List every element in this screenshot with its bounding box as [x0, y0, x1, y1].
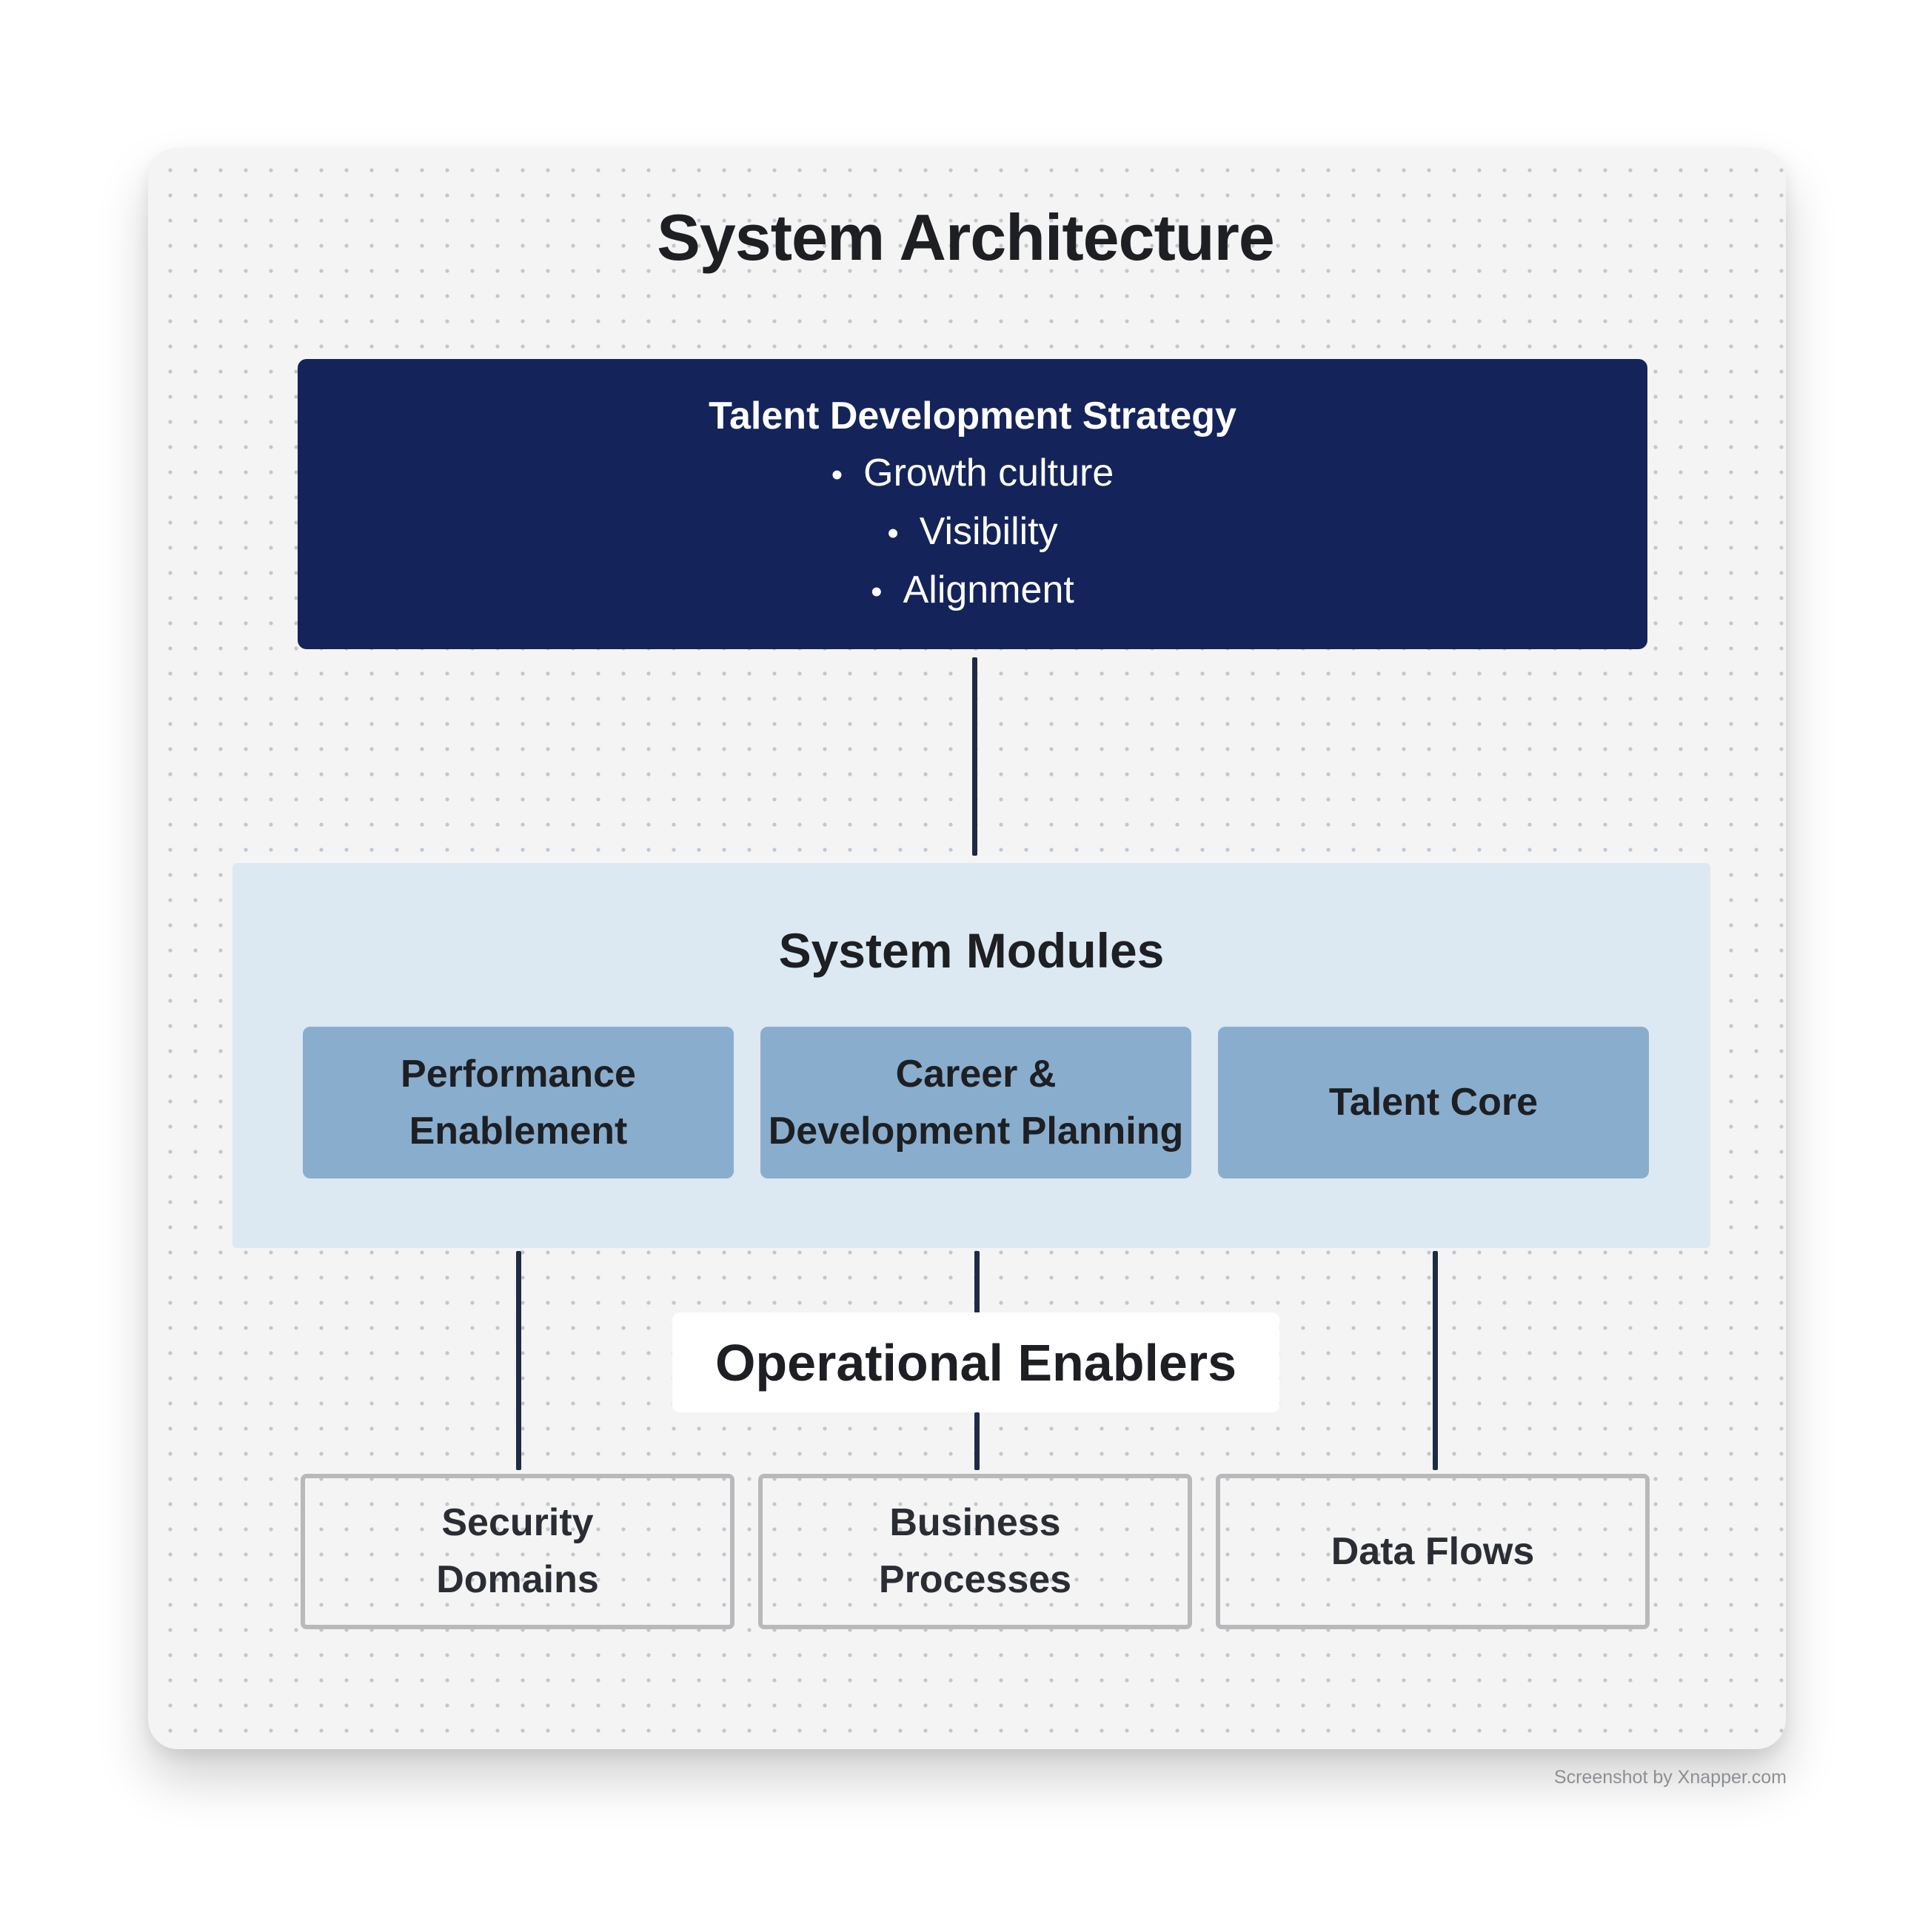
system-modules-container: System Modules Performance Enablement Ca…	[232, 863, 1710, 1248]
enabler-label-line: Domains	[436, 1558, 599, 1601]
enabler-data-flows: Data Flows	[1216, 1474, 1650, 1629]
strategy-title: Talent Development Strategy	[709, 395, 1236, 437]
operational-enablers-label: Operational Enablers	[672, 1312, 1279, 1412]
screenshot-credit: Screenshot by Xnapper.com	[1553, 1767, 1787, 1788]
module-performance-enablement: Performance Enablement	[303, 1027, 734, 1178]
module-talent-core: Talent Core	[1218, 1027, 1649, 1178]
connector-module-dataflows	[1433, 1251, 1438, 1470]
enabler-label-line: Processes	[878, 1558, 1072, 1601]
system-modules-title: System Modules	[778, 923, 1165, 978]
strategy-bullet: Growth culture	[831, 445, 1114, 503]
module-career-development-planning: Career & Development Planning	[760, 1027, 1191, 1178]
module-label-line: Career &	[895, 1052, 1057, 1096]
strategy-box: Talent Development Strategy Growth cultu…	[298, 359, 1647, 649]
module-label-line: Talent Core	[1328, 1081, 1539, 1124]
module-label-line: Performance	[401, 1052, 636, 1096]
connector-module-business-top	[974, 1251, 980, 1313]
module-label-line: Development Planning	[768, 1109, 1184, 1153]
enabler-label-line: Business	[889, 1501, 1061, 1544]
strategy-bullet: Visibility	[831, 503, 1114, 562]
connector-module-business-bottom	[974, 1412, 980, 1470]
enabler-label-line: Data Flows	[1331, 1529, 1535, 1573]
diagram-title: System Architecture	[657, 201, 1275, 274]
strategy-bullet-list: Growth culture Visibility Alignment	[831, 445, 1114, 620]
connector-strategy-modules	[972, 657, 977, 856]
connector-module-security	[516, 1251, 521, 1470]
enabler-security-domains: Security Domains	[301, 1474, 734, 1629]
enabler-label-line: Security	[441, 1501, 594, 1544]
strategy-bullet: Alignment	[831, 562, 1114, 620]
enabler-business-processes: Business Processes	[758, 1474, 1192, 1629]
module-label-line: Enablement	[409, 1109, 628, 1153]
